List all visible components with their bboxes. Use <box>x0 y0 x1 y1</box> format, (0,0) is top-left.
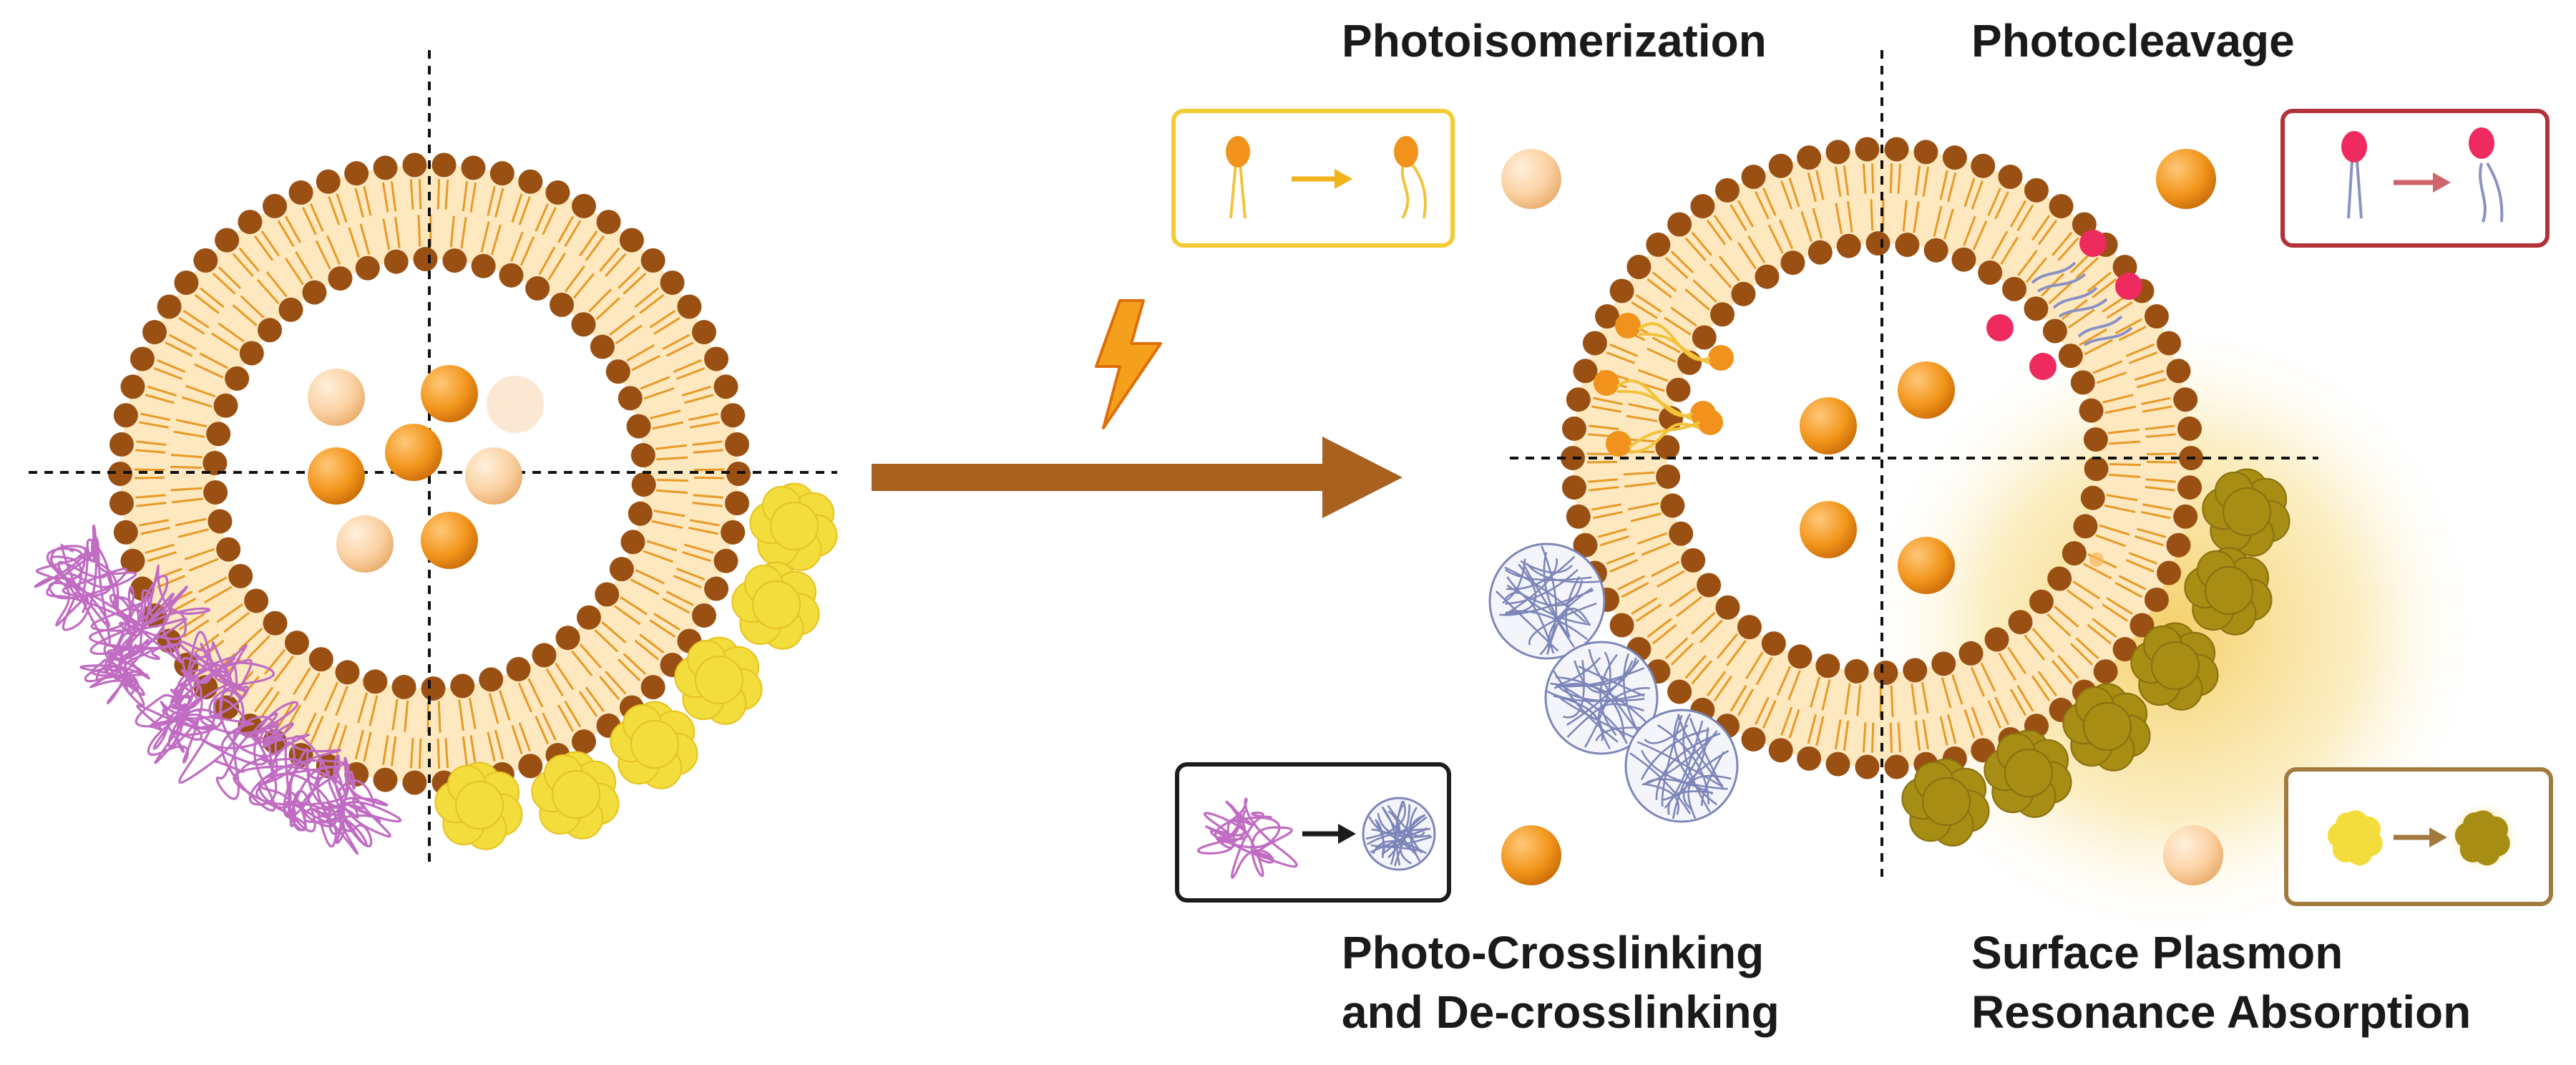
ball-strand <box>1393 814 1425 867</box>
ball-strand <box>1558 686 1645 702</box>
ball-strand <box>1555 656 1601 687</box>
cleaved-head <box>2115 273 2142 300</box>
ball-strand <box>1636 741 1724 788</box>
encapsulated-cargo <box>308 365 544 573</box>
ball-strand <box>1370 835 1433 847</box>
polymer-strand <box>178 689 311 812</box>
loose-polymer-coils <box>34 524 402 855</box>
isomer-head <box>1594 370 1619 396</box>
ball-strand <box>1641 749 1728 790</box>
isomer-tail <box>1616 389 1693 421</box>
gold-nanoparticle <box>731 561 820 650</box>
liposome-after <box>1488 50 2487 945</box>
polymer-strand <box>79 631 153 707</box>
reaction-arrow-icon <box>872 437 1402 518</box>
cleaved-tail <box>2036 273 2087 293</box>
ball-strand <box>1561 667 1645 688</box>
ball-strand <box>1365 800 1406 840</box>
crosslinked-polymer-balls <box>1488 543 1739 823</box>
label-photocleavage: Photocleavage <box>1971 15 2295 67</box>
ball-strand <box>1682 749 1729 810</box>
ball-strand <box>1495 590 1559 652</box>
ball-strand <box>1599 653 1618 736</box>
ball-strand <box>1689 718 1724 790</box>
ball-strand <box>1595 726 1644 741</box>
ball-strand <box>1553 671 1619 743</box>
label-crosslinking-line2: and De-crosslinking <box>1342 986 1780 1038</box>
ball-strand <box>1682 713 1711 813</box>
ball-strand <box>1673 714 1717 806</box>
cleaved-tail <box>2077 315 2123 338</box>
polymer-strand <box>34 524 147 647</box>
ball-strand <box>1539 545 1558 656</box>
label-crosslinking-line1: Photo-Crosslinking <box>1342 927 1765 978</box>
isomer-tail <box>1638 332 1711 365</box>
liposome-before <box>29 50 838 862</box>
ball-strand <box>1644 783 1679 815</box>
cleaved-tail <box>2031 261 2077 284</box>
cleaved-head <box>2079 230 2107 257</box>
cleaved-lipids <box>1986 230 2142 380</box>
ball-strand <box>1644 724 1689 744</box>
ball-strand <box>1375 820 1385 855</box>
photoisomerization-legend-box <box>1171 109 1455 248</box>
ball-strand <box>1523 563 1575 648</box>
ball-strand <box>1368 816 1422 835</box>
ball-strand <box>1504 566 1586 623</box>
ball-strand <box>1505 568 1579 605</box>
ball-strand <box>1546 690 1645 702</box>
cleaved-head <box>1986 314 2014 341</box>
photocleavage-legend-box <box>2280 109 2550 248</box>
isomer-head <box>1697 409 1723 435</box>
ball-strand <box>1371 828 1418 855</box>
ball-strand <box>1546 608 1591 655</box>
ball-strand <box>1387 804 1410 859</box>
label-plasmon-line1: Surface Plasmon <box>1971 927 2343 978</box>
lipid-tails <box>1587 163 2177 753</box>
released-cargo <box>1501 149 2223 885</box>
crosslinking-legend-box <box>1175 762 1451 903</box>
lipid-tails <box>135 179 724 769</box>
plasmon-legend-box <box>2284 767 2553 906</box>
cleaved-tail <box>2052 286 2098 309</box>
isomer-tail <box>1629 422 1700 454</box>
encapsulated-cargo-after <box>1800 361 2104 594</box>
ball-strand <box>1565 576 1581 638</box>
gold-nanoparticle <box>749 482 838 571</box>
ball-strand <box>1526 563 1600 583</box>
ball-strand <box>1566 660 1634 726</box>
label-plasmon-line2: Resonance Absorption <box>1971 986 2472 1038</box>
lightning-icon <box>1095 299 1162 429</box>
polymer-strand <box>135 673 223 764</box>
ball-strand <box>1661 715 1683 807</box>
cleaved-tail <box>2058 298 2108 318</box>
polymer-strand <box>1196 797 1298 879</box>
isomerized-lipids <box>1594 313 1734 457</box>
isomer-head <box>1615 313 1641 339</box>
isomer-head <box>1606 431 1631 457</box>
ball-strand <box>1543 552 1569 636</box>
ball-strand <box>1560 697 1636 739</box>
polymer-strand <box>303 754 402 855</box>
ball-strand <box>1584 651 1611 748</box>
ball-strand <box>1504 591 1555 654</box>
crosslinked-ball <box>1544 641 1659 755</box>
cleaved-tail <box>2083 326 2133 346</box>
ball-strand <box>1505 610 1588 641</box>
cleaved-head <box>2029 353 2057 380</box>
ball-strand <box>1645 778 1714 795</box>
ball-strand <box>1701 751 1725 807</box>
label-photoisomerization: Photoisomerization <box>1342 15 1767 67</box>
gold-nanoparticle <box>531 751 620 840</box>
ball-strand <box>1409 807 1421 862</box>
ball-strand <box>1622 653 1641 735</box>
polymer-strand <box>233 735 346 833</box>
ball-strand <box>1661 727 1709 802</box>
ball-strand <box>1502 558 1526 604</box>
ball-strand <box>1506 555 1576 590</box>
isomer-head <box>1708 345 1734 371</box>
ball-strand <box>1667 790 1714 815</box>
ball-strand <box>1597 703 1644 749</box>
